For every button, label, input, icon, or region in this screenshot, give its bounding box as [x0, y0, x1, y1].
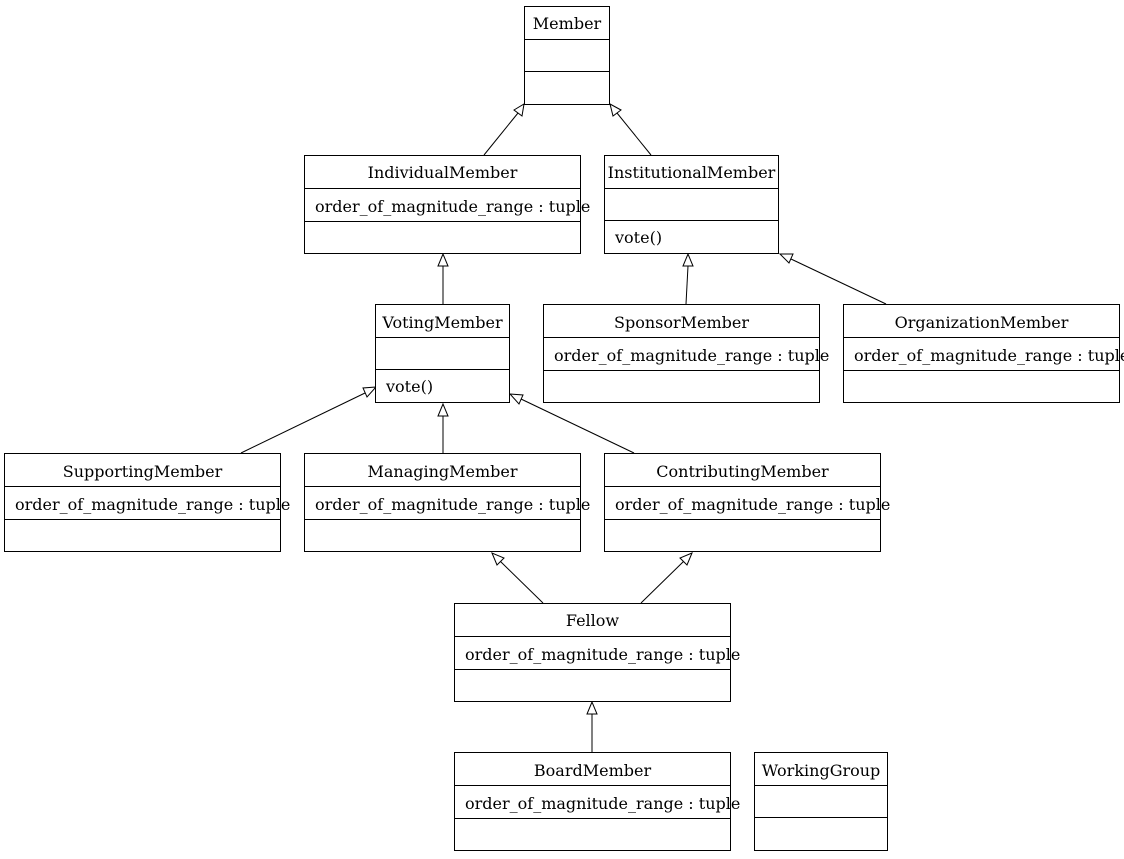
class-attribute: order_of_magnitude_range : tuple — [315, 495, 590, 514]
class-method: vote() — [614, 228, 662, 247]
class-name: SponsorMember — [614, 313, 749, 332]
class-sponsormember: SponsorMember order_of_magnitude_range :… — [543, 304, 829, 403]
class-name: BoardMember — [534, 761, 652, 780]
inheritance-edge-boardmember-fellow — [586, 700, 598, 752]
generalization-arrowhead — [586, 700, 598, 715]
class-name: WorkingGroup — [762, 761, 881, 780]
class-managingmember: ManagingMember order_of_magnitude_range … — [304, 453, 590, 552]
class-name: IndividualMember — [368, 163, 518, 182]
class-name: SupportingMember — [63, 462, 223, 481]
generalization-arrowhead — [778, 253, 794, 264]
class-votingmember: VotingMember vote() — [375, 304, 510, 403]
class-organizationmember: OrganizationMember order_of_magnitude_ra… — [843, 304, 1124, 403]
class-institutionalmember: InstitutionalMember vote() — [604, 155, 779, 254]
generalization-arrowhead — [491, 552, 505, 566]
inheritance-edge-organizationmember-institutionalmember — [778, 253, 887, 305]
generalization-arrowhead — [679, 552, 693, 566]
class-attribute: order_of_magnitude_range : tuple — [315, 197, 590, 216]
class-supportingmember: SupportingMember order_of_magnitude_rang… — [4, 453, 290, 552]
class-member: Member — [524, 6, 610, 105]
class-attribute: order_of_magnitude_range : tuple — [554, 346, 829, 365]
generalization-arrowhead — [437, 252, 449, 267]
generalization-arrowhead — [362, 386, 378, 398]
inheritance-edge-votingmember-individualmember — [437, 252, 449, 304]
class-name: Member — [533, 14, 602, 33]
inheritance-edge-managingmember-votingmember — [437, 402, 449, 453]
inheritance-edge-sponsormember-institutionalmember — [682, 252, 694, 305]
class-attribute: order_of_magnitude_range : tuple — [854, 346, 1124, 365]
class-name: Fellow — [566, 611, 620, 630]
class-attribute: order_of_magnitude_range : tuple — [465, 794, 740, 813]
inheritance-edge-individualmember-member — [483, 103, 525, 156]
generalization-arrowhead — [508, 393, 524, 405]
generalization-arrowhead — [513, 103, 525, 117]
class-fellow: Fellow order_of_magnitude_range : tuple — [454, 603, 740, 702]
class-attribute: order_of_magnitude_range : tuple — [615, 495, 890, 514]
class-boardmember: BoardMember order_of_magnitude_range : t… — [454, 752, 740, 851]
class-attribute: order_of_magnitude_range : tuple — [15, 495, 290, 514]
class-workinggroup: WorkingGroup — [754, 752, 888, 851]
generalization-arrowhead — [609, 103, 622, 117]
class-name: ContributingMember — [656, 462, 829, 481]
generalization-arrowhead — [682, 252, 694, 267]
class-name: VotingMember — [381, 313, 503, 332]
class-attribute: order_of_magnitude_range : tuple — [465, 645, 740, 664]
class-contributingmember: ContributingMember order_of_magnitude_ra… — [604, 453, 890, 552]
class-name: InstitutionalMember — [608, 163, 776, 182]
class-name: ManagingMember — [367, 462, 517, 481]
generalization-arrowhead — [437, 402, 449, 417]
inheritance-edge-contributingmember-votingmember — [508, 393, 635, 454]
class-name: OrganizationMember — [895, 313, 1069, 332]
inheritance-edge-institutionalmember-member — [609, 103, 652, 156]
inheritance-edge-supportingmember-votingmember — [240, 386, 378, 454]
class-individualmember: IndividualMember order_of_magnitude_rang… — [304, 155, 590, 254]
inheritance-edge-fellow-managingmember — [491, 552, 544, 604]
class-method: vote() — [385, 377, 433, 396]
inheritance-edge-fellow-contributingmember — [640, 552, 693, 604]
